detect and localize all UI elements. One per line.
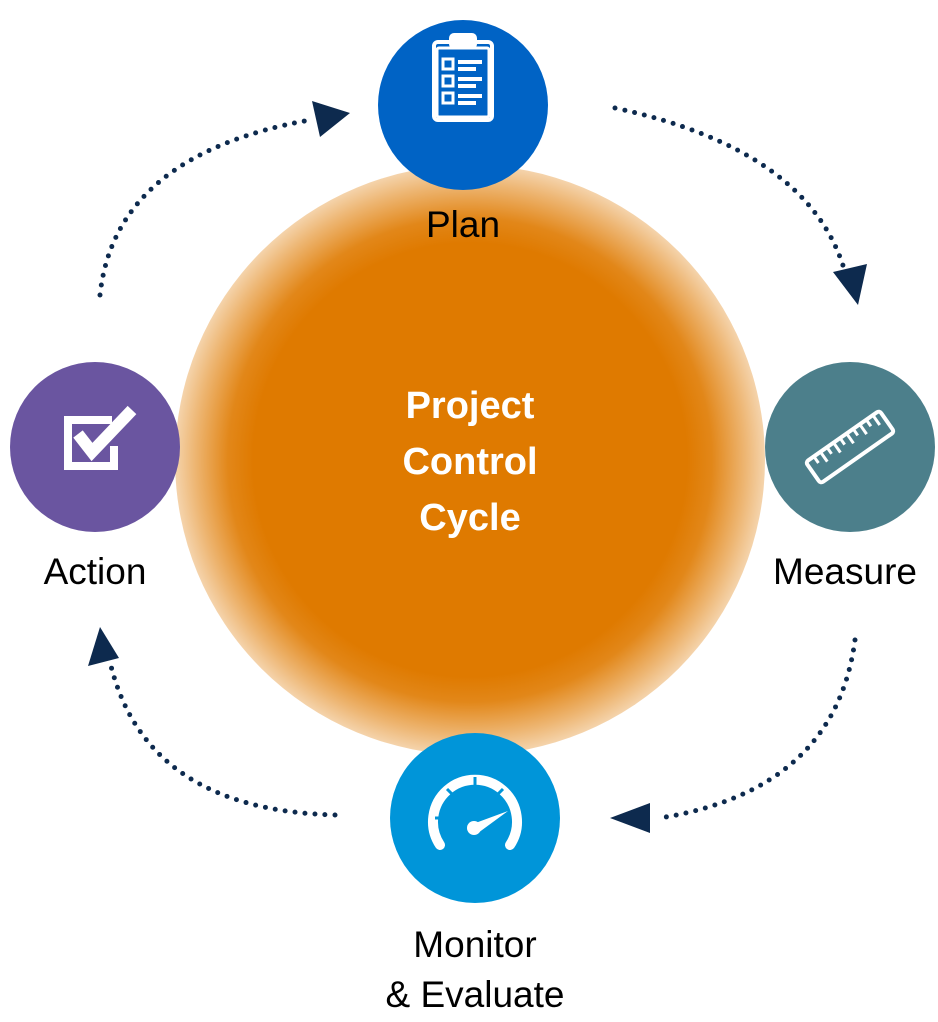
arrow-monitor-to-action <box>107 659 338 818</box>
center-glow <box>175 165 765 755</box>
ruler-icon <box>804 409 896 485</box>
arrow-action-to-plan <box>97 117 313 298</box>
action-node <box>10 362 180 532</box>
arrowhead-plan <box>312 101 350 137</box>
arrowhead-measure <box>833 264 867 305</box>
center-title: Project Control Cycle <box>330 378 610 546</box>
monitor-label-line: & Evaluate <box>385 974 565 1015</box>
checkbox-check-icon <box>64 405 137 470</box>
measure-node <box>765 362 935 532</box>
plan-label: Plan <box>425 204 501 245</box>
center-title-line: Control <box>402 441 538 483</box>
monitor-label: Monitor & Evaluate <box>355 920 595 1020</box>
monitor-node <box>390 733 560 903</box>
arrowhead-action <box>88 627 119 666</box>
plan-node <box>378 20 548 190</box>
arrowhead-monitor <box>610 803 650 833</box>
action-label: Action <box>43 551 147 592</box>
center-title-line: Project <box>405 385 535 427</box>
arrow-plan-to-measure <box>612 105 848 275</box>
arrow-measure-to-monitor <box>657 637 858 821</box>
measure-label: Measure <box>773 551 917 592</box>
center-title-line: Cycle <box>419 497 521 539</box>
clipboard-checklist-icon <box>432 33 494 122</box>
monitor-label-line: Monitor <box>413 924 537 965</box>
speedometer-icon <box>428 774 522 850</box>
